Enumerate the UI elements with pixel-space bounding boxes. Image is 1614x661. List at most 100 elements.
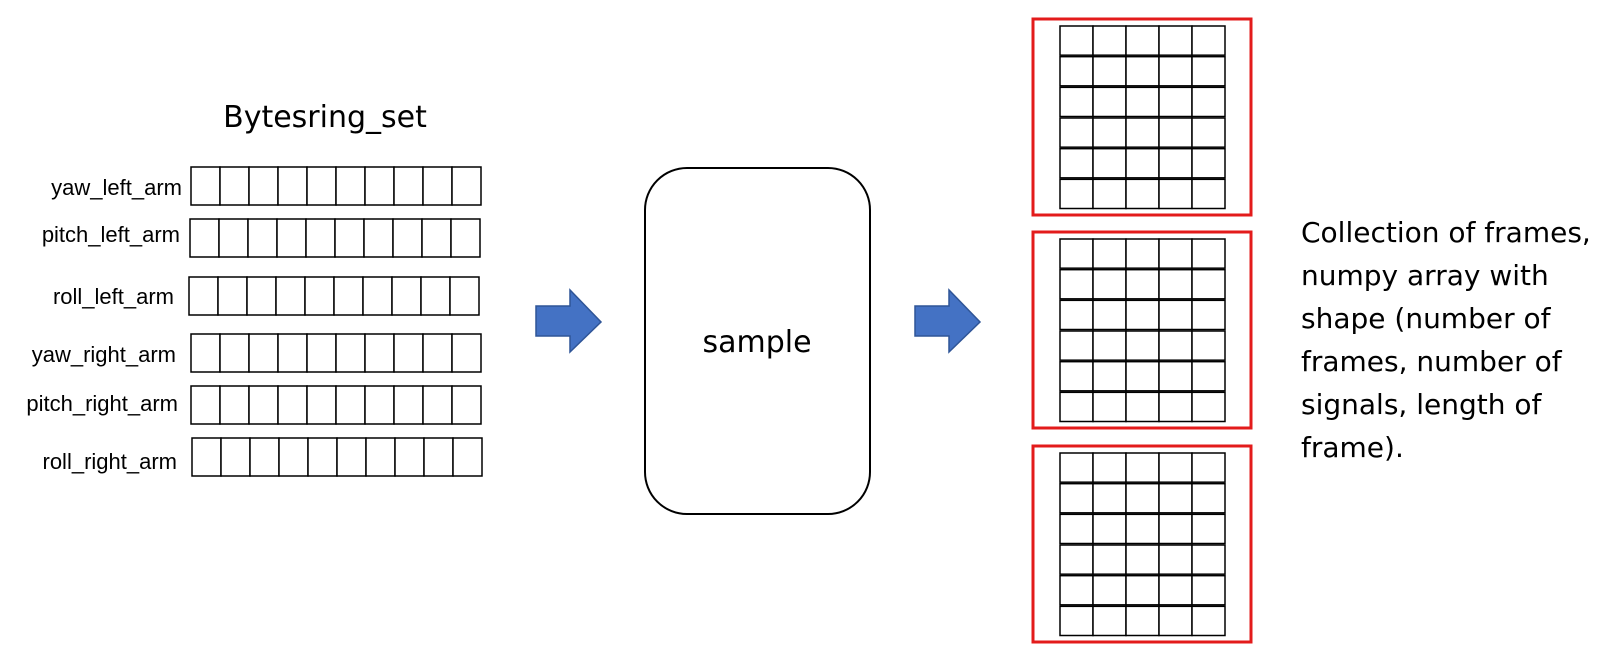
signal-cell [218,218,249,258]
frame-cell [1158,605,1193,637]
frame-cell [1125,605,1160,637]
sample-process-box [644,167,871,515]
signal-row: roll_right_arm [43,437,483,477]
frame-cell [1158,482,1193,514]
frame [1031,444,1253,644]
frame-cell [1092,391,1127,423]
signal-cell [248,385,279,425]
signal-cells [190,333,482,373]
signal-cell [336,437,367,477]
frame-cell [1125,360,1160,392]
signal-cell [335,385,366,425]
frame-cell [1125,544,1160,575]
frame-cell [1125,482,1160,514]
signal-cells [190,166,482,206]
frame-cell [1092,299,1127,331]
signal-cell [335,333,366,373]
frame-cell [1158,55,1193,87]
frame-cell [1092,147,1127,179]
signal-cell [423,437,454,477]
description-line: frame). [1301,431,1404,464]
frame-grid [1059,25,1226,210]
signal-cell [189,218,220,258]
signal-cell [190,385,221,425]
description-line: shape (number of [1301,302,1552,335]
frame-cell [1125,268,1160,300]
frame-cell [1125,25,1160,56]
signal-cell [306,166,337,206]
signal-row: pitch_left_arm [42,218,481,258]
description-line: numpy array with [1301,259,1549,292]
signal-cell [190,333,221,373]
frame-cell [1158,574,1193,606]
signal-cell [450,218,481,258]
signal-cell [277,166,308,206]
frame-cell [1125,117,1160,148]
signal-cell [334,218,365,258]
frame-cell [1191,482,1226,514]
signal-cell [307,437,338,477]
signal-cells [189,218,481,258]
signal-cell [364,333,395,373]
signal-cell [276,218,307,258]
signal-rows: yaw_left_arm pitch_left_arm roll_left_ar… [26,166,483,477]
frame-cell [1059,513,1094,545]
frame-stack [1031,17,1253,644]
sample-label: sample [702,325,811,360]
frame-cell [1191,268,1226,300]
frames-description: Collection of frames, numpy array with s… [1301,216,1600,464]
signal-cell [249,437,280,477]
description-line: frames, number of [1301,345,1563,378]
frame-cell [1059,178,1094,210]
frame-cell [1158,147,1193,179]
frame-cell [1059,86,1094,118]
signal-cell [219,385,250,425]
frame-cell [1191,147,1226,179]
signal-cell [333,276,364,316]
frame-cell [1059,299,1094,331]
frame-cell [1059,574,1094,606]
frame-cell [1158,268,1193,300]
frame-cell [1191,391,1226,423]
frame-border [1031,230,1253,430]
frame-border [1031,17,1253,217]
frame-cell [1191,360,1226,392]
frame-cell [1059,544,1094,575]
frame-cell [1092,360,1127,392]
frame-cell [1059,268,1094,300]
frame-cell [1158,330,1193,361]
signal-cell [392,218,423,258]
frame-cell [1092,268,1127,300]
signal-label: roll_right_arm [43,449,178,474]
frame-cell [1092,55,1127,87]
frame-cell [1191,452,1226,483]
frame-cell [1158,299,1193,331]
frame-cell [1158,360,1193,392]
frame-cell [1059,391,1094,423]
frame-cell [1092,178,1127,210]
frame-cell [1092,238,1127,269]
signal-cell [275,276,306,316]
frame-cell [1092,25,1127,56]
signal-cell [420,276,451,316]
frame-cell [1158,544,1193,575]
signal-cell [304,276,335,316]
signal-label: pitch_left_arm [42,222,180,247]
signal-cell [362,276,393,316]
description-line: signals, length of [1301,388,1542,421]
description-line: Collection of frames, [1301,216,1591,249]
signal-label: roll_left_arm [53,284,174,309]
frame-cell [1125,574,1160,606]
signal-cells [188,276,480,316]
signal-cells [190,385,482,425]
frame-cell [1191,513,1226,545]
signal-cell [452,437,483,477]
signal-cell [306,333,337,373]
signal-cell [277,333,308,373]
signal-cell [365,437,396,477]
frame-cell [1191,605,1226,637]
signal-cell [219,333,250,373]
frame-cell [1191,330,1226,361]
frame-cell [1125,147,1160,179]
signal-cell [422,385,453,425]
